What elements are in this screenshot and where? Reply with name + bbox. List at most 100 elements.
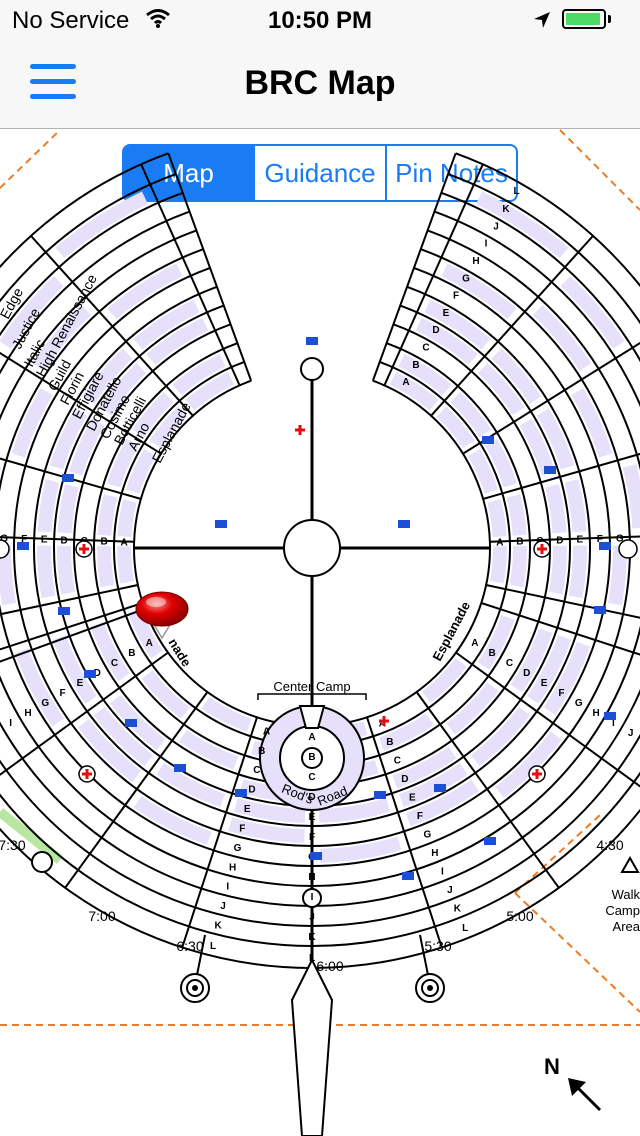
radial-street [480,602,640,656]
temple-circle [300,357,324,381]
parking-icon [31,851,53,873]
city-block [450,392,492,438]
center-area [134,357,490,1136]
battery-fill [566,13,601,25]
medical-cross-icon [382,716,386,726]
ring-west [0,229,197,421]
battery-icon [562,9,606,29]
radial-street [366,716,443,948]
ring-west [93,342,238,623]
hamburger-menu-icon[interactable] [30,64,76,100]
city-block [446,682,499,735]
fence-line-northeast [559,129,640,211]
restroom-icon [484,837,496,845]
city-block [132,392,174,438]
letter-northeast: J [493,221,499,232]
city-block [477,363,525,415]
letter-east: G [616,533,624,544]
city-block [156,763,225,808]
letter-southwest: A [146,638,153,649]
letter-west: F [21,534,27,545]
clock-label: 5:00 [506,908,533,924]
restroom-icon [125,719,137,727]
radial-street [371,152,457,382]
city-block [233,798,306,823]
clock-label: 4:30 [596,837,623,853]
city-block [128,608,163,659]
radial-street [0,536,135,543]
radial-street [455,651,640,788]
letter-south-right: B [386,737,393,748]
radial-street [0,607,146,663]
letter-southeast: G [575,698,583,709]
clock-time: 10:50 PM [267,7,373,34]
letter-northeast: A [402,377,409,388]
ring-streets [0,152,640,969]
ring-east [434,210,640,408]
letter-south-center: B [308,752,315,763]
restroom-icon [594,606,606,614]
city-block [564,479,587,533]
medical-cross-icon [535,769,539,779]
letter-northeast: I [485,239,488,250]
city-block [491,348,542,404]
segment-guidance[interactable]: Guidance [255,146,387,200]
radial-street [140,163,241,386]
fence-lines [0,129,640,1026]
ring-east [455,152,640,288]
letter-southeast: A [471,638,478,649]
airport-gate-dot [192,985,198,991]
city-block [15,648,64,727]
center-camp-hub [301,747,323,769]
city-block [379,713,434,751]
letter-south-center: F [309,832,315,843]
ring-east [427,229,640,664]
esplanade-label-partial: nade [165,636,194,670]
letter-south-right: G [423,830,431,841]
ring-west [33,285,218,644]
ring-east [413,267,611,651]
center-camp-bracket [257,693,367,700]
city-block [392,746,457,789]
restroom-icon [306,337,318,345]
letter-southeast: D [523,668,530,679]
plaza-6-00 [302,888,322,908]
letter-southwest: H [24,708,31,719]
city-block [0,545,17,606]
clock-label: 7:30 [0,837,26,853]
city-blocks [0,191,640,863]
letter-northeast: F [453,291,459,302]
ring-west [133,379,252,610]
city-block [97,494,118,536]
the-man-circle [283,519,341,577]
letter-south-center: I [311,892,314,903]
city-block [510,628,553,693]
city-block [467,449,498,494]
letter-southeast: I [612,718,615,729]
letter-south-right: A [379,718,386,729]
ring-east [393,323,551,630]
letter-southeast: B [489,648,496,659]
restroom-icon [17,542,29,550]
city-block [476,191,569,259]
restroom-icon [402,872,414,880]
city-block [32,304,92,371]
entrance-road [290,957,334,1136]
city-block [57,545,76,595]
letter-southeast: C [506,658,513,669]
center-camp-wedge [298,705,326,729]
city-block [49,408,88,470]
compass-arrowhead-icon [568,1078,586,1096]
city-block [607,545,627,606]
fence-line-northwest [0,129,61,189]
center-camp-label: Center Camp [273,679,350,694]
city-block [485,438,518,488]
city-block [185,371,235,411]
city-block [90,621,130,682]
letter-southwest: I [9,718,12,729]
letter-south-right: H [431,848,438,859]
walkin-label: Camp [605,903,640,918]
city-block [107,263,183,320]
letter-northeast: K [502,204,510,215]
